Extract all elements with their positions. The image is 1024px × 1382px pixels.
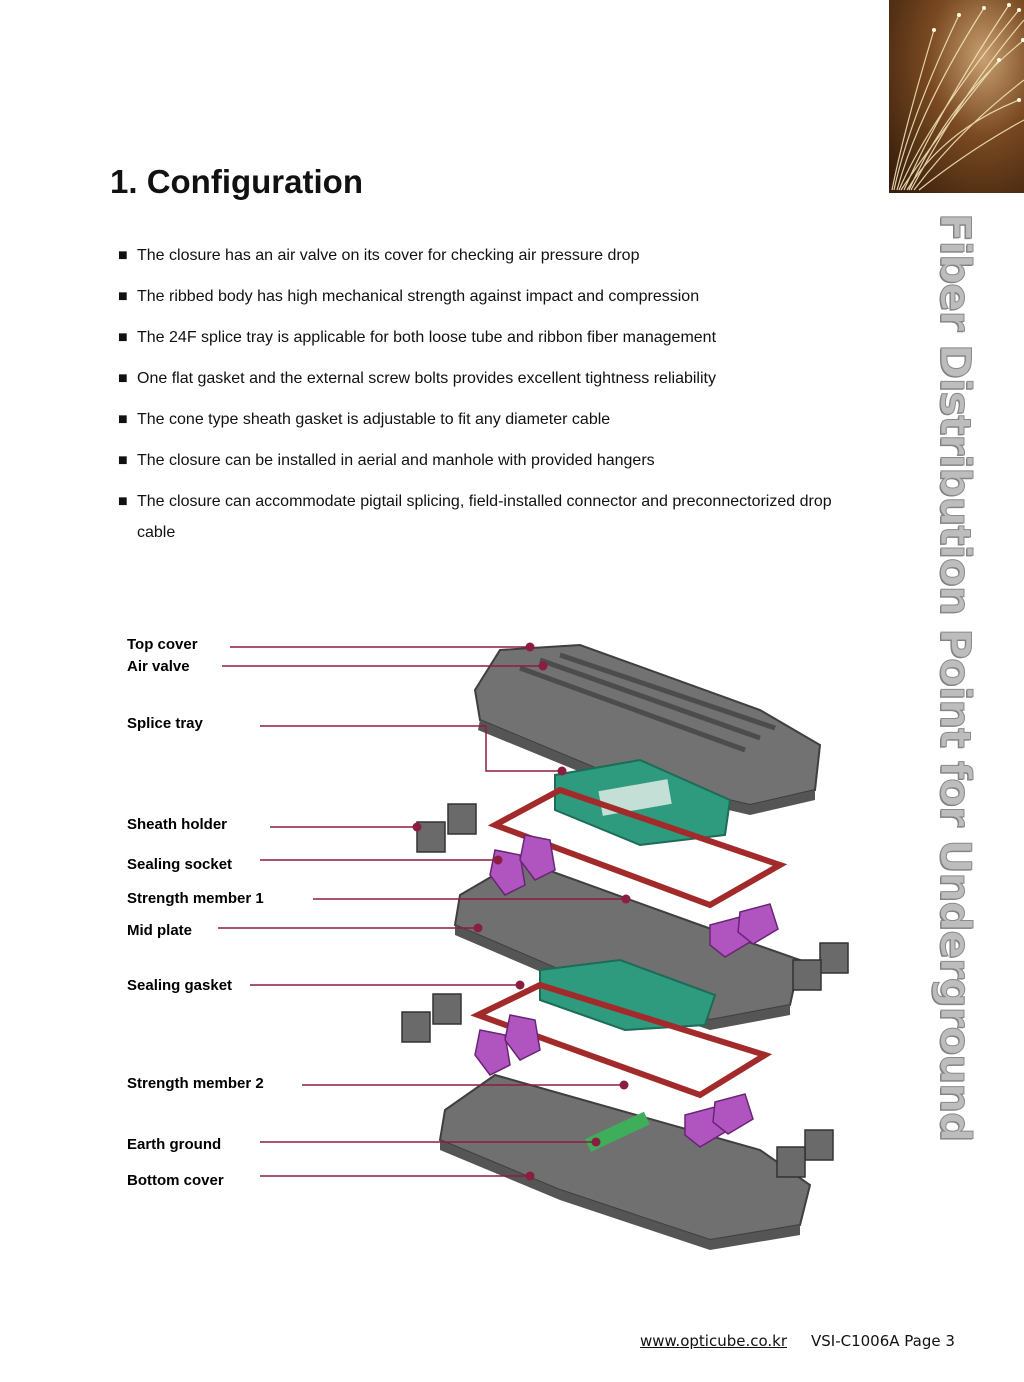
page-footer: www.opticube.co.kr VSI-C1006A Page 3	[640, 1332, 955, 1350]
label-earth-ground: Earth ground	[127, 1136, 222, 1153]
document-page-number: VSI-C1006A Page 3	[811, 1332, 955, 1350]
label-sheath-holder: Sheath holder	[127, 816, 228, 833]
sealing-socket-parts	[474, 834, 779, 1148]
bullet-icon: ■	[118, 411, 128, 428]
label-mid-plate: Mid plate	[127, 922, 193, 939]
top-cover-part	[473, 643, 822, 815]
bullet-icon: ■	[118, 247, 128, 264]
bullet-icon: ■	[118, 370, 128, 387]
mid-plate-part	[453, 858, 802, 1030]
lower-gasket-part	[470, 981, 773, 1099]
leader-splice-tray	[260, 725, 562, 772]
side-title: Fiber Distribution Point for Underground	[931, 212, 981, 1142]
lower-splice-tray-part	[539, 958, 717, 1032]
fiber-optic-photo	[889, 0, 1024, 193]
leader-lines	[218, 646, 626, 1177]
list-item: ■The closure can accommodate pigtail spl…	[118, 486, 858, 548]
label-splice-tray: Splice tray	[127, 715, 203, 732]
bottom-cover-part	[438, 1073, 812, 1250]
label-top-cover: Top cover	[127, 636, 198, 653]
leader-dots	[412, 642, 631, 1181]
website-link[interactable]: www.opticube.co.kr	[640, 1332, 787, 1350]
label-sealing-socket: Sealing socket	[127, 856, 233, 873]
page-title: 1. Configuration	[110, 163, 363, 200]
list-item: ■The 24F splice tray is applicable for b…	[118, 322, 858, 353]
list-item: ■The closure can be installed in aerial …	[118, 445, 858, 476]
label-strength-member-2: Strength member 2	[127, 1075, 264, 1092]
upper-gasket-part	[487, 786, 788, 909]
label-air-valve: Air valve	[127, 658, 190, 675]
label-bottom-cover: Bottom cover	[127, 1172, 224, 1189]
list-item: ■The ribbed body has high mechanical str…	[118, 281, 858, 312]
list-item: ■The closure has an air valve on its cov…	[118, 240, 858, 271]
label-strength-member-1: Strength member 1	[127, 890, 264, 907]
bullet-icon: ■	[118, 288, 128, 305]
list-item: ■One flat gasket and the external screw …	[118, 363, 858, 394]
label-sealing-gasket: Sealing gasket	[127, 977, 233, 994]
bullet-icon: ■	[118, 452, 128, 469]
list-item: ■The cone type sheath gasket is adjustab…	[118, 404, 858, 435]
bullet-icon: ■	[118, 329, 128, 346]
bullet-icon: ■	[118, 493, 128, 510]
sheath-holder-parts	[401, 803, 849, 1178]
feature-list: ■The closure has an air valve on its cov…	[118, 240, 858, 558]
